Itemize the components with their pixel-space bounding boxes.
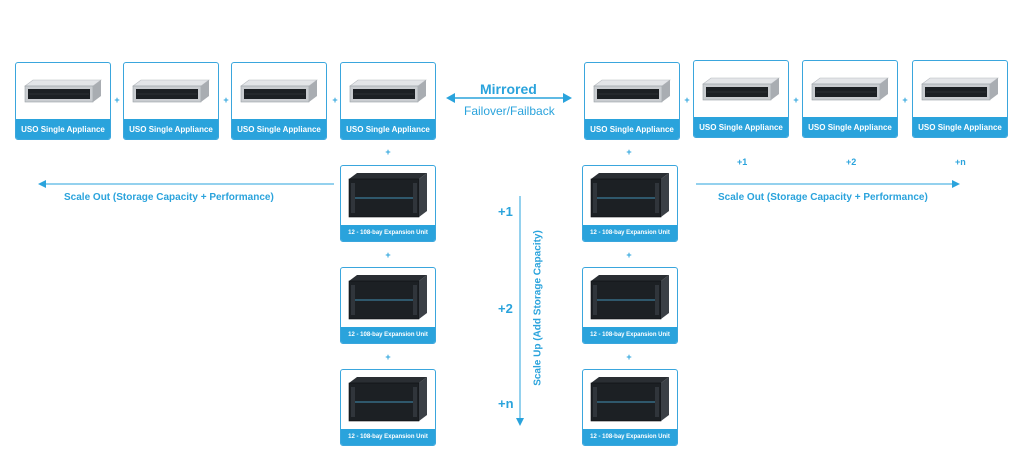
expansion-unit-image — [341, 268, 435, 327]
scale-out-left-label: Scale Out (Storage Capacity + Performanc… — [64, 192, 274, 203]
expansion-unit-card: 12 - 108-bay Expansion Unit — [340, 369, 436, 446]
appliance-label: USO Single Appliance — [341, 119, 435, 139]
expansion-unit-label: 12 - 108-bay Expansion Unit — [341, 327, 435, 343]
appliance-card: USO Single Appliance — [912, 60, 1008, 138]
appliance-image — [913, 61, 1007, 117]
expansion-unit-label: 12 - 108-bay Expansion Unit — [583, 429, 677, 445]
appliance-image — [232, 63, 326, 119]
plus-connector: + — [223, 95, 229, 105]
plus-connector: + — [385, 250, 391, 260]
appliance-label: USO Single Appliance — [232, 119, 326, 139]
expansion-unit-label: 12 - 108-bay Expansion Unit — [341, 429, 435, 445]
mirrored-label: Mirrored — [480, 81, 537, 97]
count-label: +n — [955, 157, 966, 167]
plus-connector: + — [626, 147, 632, 157]
appliance-card: USO Single Appliance — [693, 60, 789, 138]
expansion-unit-image — [341, 166, 435, 225]
appliance-image — [585, 63, 679, 119]
scale-up-count: +2 — [498, 301, 513, 316]
expansion-unit-label: 12 - 108-bay Expansion Unit — [583, 225, 677, 241]
appliance-image — [803, 61, 897, 117]
plus-connector: + — [626, 250, 632, 260]
expansion-unit-card: 12 - 108-bay Expansion Unit — [340, 267, 436, 344]
appliance-card: USO Single Appliance — [340, 62, 436, 140]
plus-connector: + — [626, 352, 632, 362]
expansion-unit-card: 12 - 108-bay Expansion Unit — [582, 369, 678, 446]
appliance-card: USO Single Appliance — [231, 62, 327, 140]
scale-out-right-label: Scale Out (Storage Capacity + Performanc… — [718, 192, 928, 203]
expansion-unit-image — [583, 166, 677, 225]
appliance-label: USO Single Appliance — [585, 119, 679, 139]
failover-label: Failover/Failback — [464, 104, 555, 118]
appliance-label: USO Single Appliance — [694, 117, 788, 137]
plus-connector: + — [385, 147, 391, 157]
appliance-label: USO Single Appliance — [16, 119, 110, 139]
appliance-label: USO Single Appliance — [913, 117, 1007, 137]
appliance-image — [124, 63, 218, 119]
scale-up-label: Scale Up (Add Storage Capacity) — [532, 230, 544, 386]
plus-connector: + — [385, 352, 391, 362]
appliance-card: USO Single Appliance — [584, 62, 680, 140]
expansion-unit-image — [341, 370, 435, 429]
appliance-card: USO Single Appliance — [802, 60, 898, 138]
appliance-card: USO Single Appliance — [123, 62, 219, 140]
count-label: +2 — [846, 157, 857, 167]
appliance-label: USO Single Appliance — [124, 119, 218, 139]
appliance-image — [694, 61, 788, 117]
expansion-unit-card: 12 - 108-bay Expansion Unit — [582, 267, 678, 344]
appliance-image — [16, 63, 110, 119]
plus-connector: + — [684, 95, 690, 105]
appliance-card: USO Single Appliance — [15, 62, 111, 140]
plus-connector: + — [114, 95, 120, 105]
expansion-unit-label: 12 - 108-bay Expansion Unit — [583, 327, 677, 343]
plus-connector: + — [902, 95, 908, 105]
appliance-label: USO Single Appliance — [803, 117, 897, 137]
appliance-image — [341, 63, 435, 119]
scale-up-count: +1 — [498, 204, 513, 219]
expansion-unit-card: 12 - 108-bay Expansion Unit — [582, 165, 678, 242]
expansion-unit-image — [583, 370, 677, 429]
expansion-unit-card: 12 - 108-bay Expansion Unit — [340, 165, 436, 242]
count-label: +1 — [737, 157, 748, 167]
plus-connector: + — [793, 95, 799, 105]
scale-up-count: +n — [498, 396, 514, 411]
expansion-unit-label: 12 - 108-bay Expansion Unit — [341, 225, 435, 241]
plus-connector: + — [332, 95, 338, 105]
expansion-unit-image — [583, 268, 677, 327]
